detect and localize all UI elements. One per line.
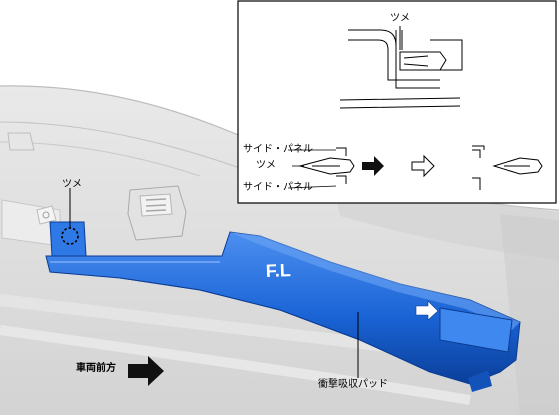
front-direction-label: 車両前方: [76, 363, 116, 374]
inset-clip-section-after: [472, 145, 543, 190]
inset-push-arrow-icon: [362, 156, 384, 176]
inset-result-arrow-icon: [411, 154, 435, 178]
inset-panel: [237, 0, 557, 204]
claw-label: ツメ: [62, 179, 82, 190]
inset-clip-section-before: [287, 147, 355, 189]
inset-clip-installed: [339, 26, 463, 109]
inset-claw-label-mid: ツメ: [256, 160, 276, 171]
pad-marking-fl: F.L: [265, 260, 291, 281]
claw-marker: [61, 188, 79, 245]
front-direction-arrow-icon: [128, 356, 164, 386]
pad-arrow-icon: [415, 300, 439, 321]
pad-name-label: 衝撃吸収パッド: [318, 379, 388, 390]
impact-absorbing-pad[interactable]: [45, 221, 521, 392]
inset-side-panel-label-lower: サイド・パネル: [243, 182, 313, 193]
inset-side-panel-label-upper: サイド・パネル: [243, 144, 313, 155]
clip-bracket: [36, 185, 187, 241]
inset-claw-label-top: ツメ: [390, 13, 410, 24]
